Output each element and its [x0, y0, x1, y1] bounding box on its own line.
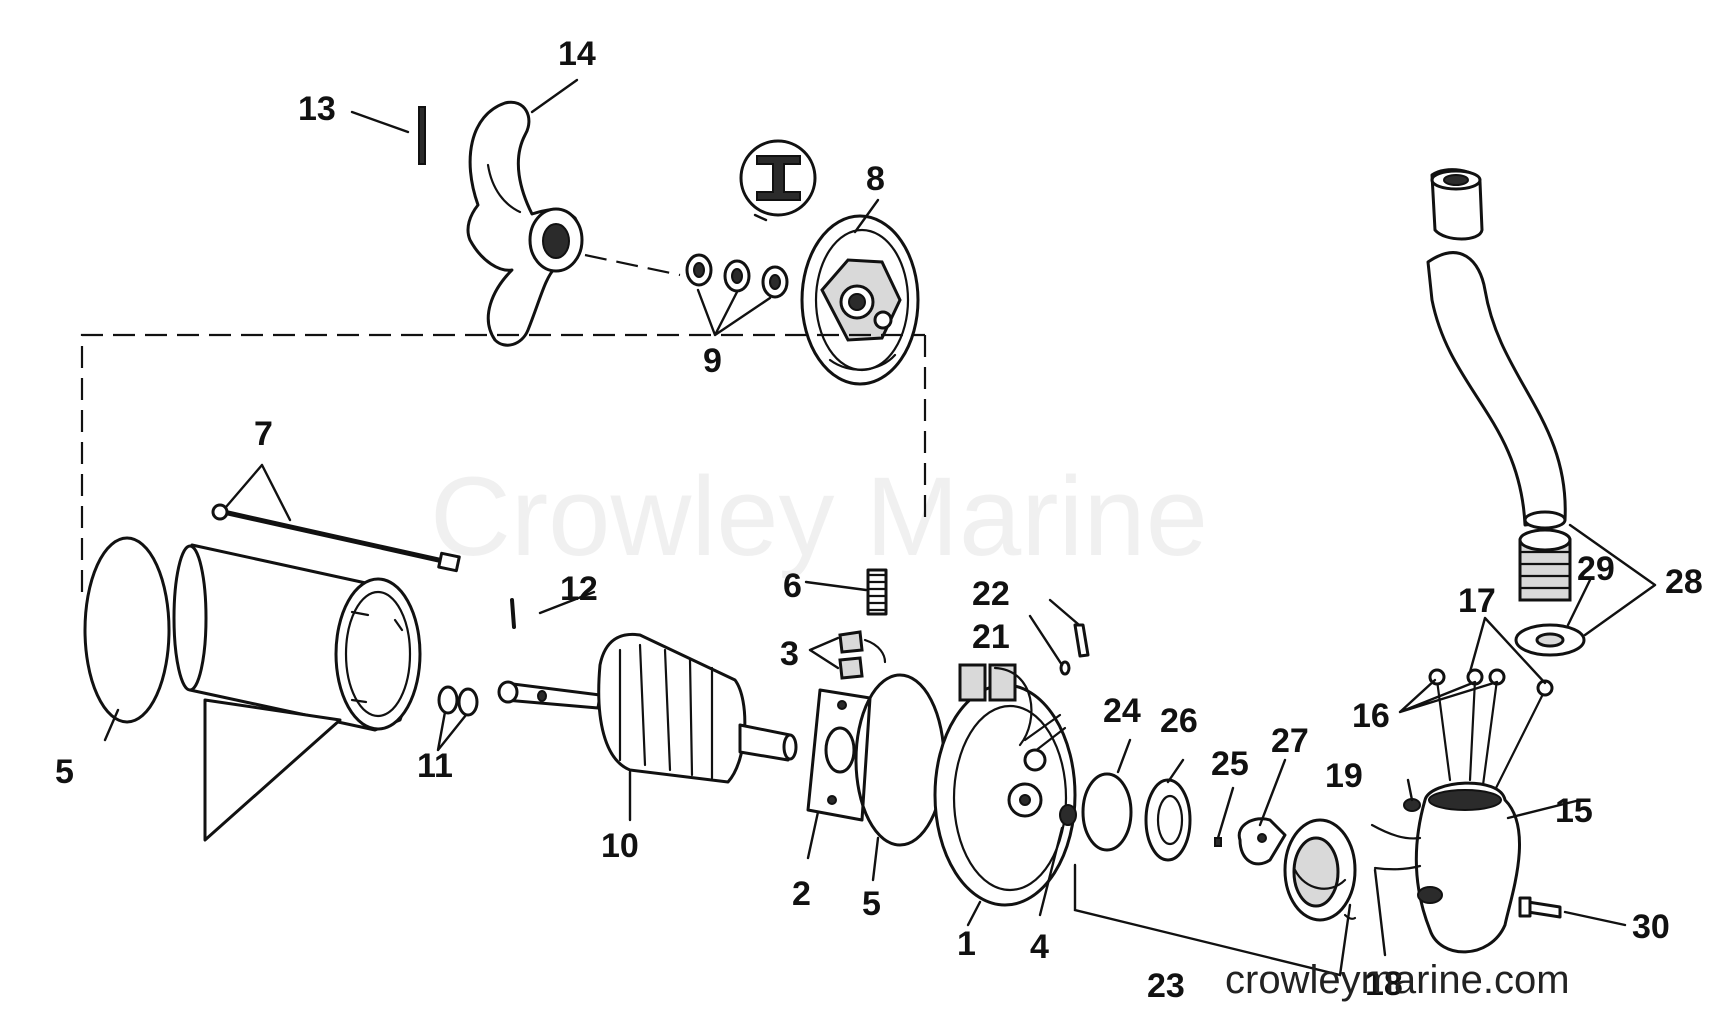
- brush-plate: [806, 688, 872, 822]
- tube-assembly: [1426, 168, 1567, 530]
- callout-13: 13: [298, 90, 336, 128]
- o-ring-24: [1081, 772, 1133, 852]
- callout-14: 14: [558, 35, 596, 73]
- o-ring-left: [83, 536, 171, 724]
- callout-labels: 14 13 8 9 7 12 6 3 22 21 24 26 25 27 19 …: [55, 35, 1703, 1005]
- callout-5-left: 5: [55, 753, 74, 791]
- callout-24: 24: [1103, 692, 1141, 730]
- callout-26: 26: [1160, 702, 1198, 740]
- callout-8: 8: [866, 160, 885, 198]
- threaded-sleeve: [1518, 528, 1572, 602]
- callout-16: 16: [1352, 697, 1390, 735]
- callout-30: 30: [1632, 908, 1670, 946]
- washer-29: [1514, 623, 1586, 657]
- callout-19: 19: [1325, 757, 1363, 795]
- detail-inset: [739, 139, 817, 217]
- callout-9: 9: [703, 342, 722, 380]
- armature: [497, 632, 798, 784]
- callout-18: 18: [1365, 965, 1403, 1003]
- ground-wire: [1370, 823, 1422, 871]
- motor-housing: [172, 543, 422, 842]
- screw-30: [1518, 896, 1562, 919]
- end-cap: [800, 214, 920, 386]
- callout-21: 21: [972, 618, 1010, 656]
- callout-1: 1: [957, 925, 976, 963]
- lower-housing: [1414, 781, 1521, 954]
- callout-17: 17: [1458, 582, 1496, 620]
- callout-10: 10: [601, 827, 639, 865]
- shims: [437, 685, 479, 717]
- callout-7: 7: [254, 415, 273, 453]
- callout-2: 2: [792, 875, 811, 913]
- nut: [1059, 804, 1077, 826]
- o-ring-middle: [854, 673, 946, 847]
- site-caption: crowleymarine.com: [1225, 958, 1570, 1002]
- through-bolt: [211, 503, 461, 573]
- callout-28: 28: [1665, 563, 1703, 601]
- field-assembly: [933, 663, 1077, 907]
- callout-11: 11: [417, 747, 453, 785]
- leader-lines: [103, 78, 1657, 957]
- callout-23: 23: [1147, 967, 1185, 1005]
- brushes: [838, 630, 887, 680]
- pin-22: [1073, 623, 1090, 658]
- callout-25: 25: [1211, 745, 1249, 783]
- propeller: [466, 100, 584, 347]
- coupling: [1283, 818, 1357, 922]
- watermark-text: Crowley Marine: [430, 454, 1208, 579]
- callout-27: 27: [1271, 722, 1309, 760]
- callout-29: 29: [1577, 550, 1615, 588]
- callout-12: 12: [560, 570, 598, 608]
- cotter-pin: [418, 106, 426, 165]
- callout-4: 4: [1030, 928, 1049, 966]
- callout-15: 15: [1555, 792, 1593, 830]
- callout-22: 22: [972, 575, 1010, 613]
- callout-3: 3: [780, 635, 799, 673]
- wire-leads: [1428, 668, 1554, 792]
- lock-nut: [1144, 778, 1192, 862]
- brush-spring: [866, 568, 888, 616]
- callout-6: 6: [783, 567, 802, 605]
- terminal-clip: [1237, 817, 1287, 866]
- thrust-washers: [685, 253, 789, 299]
- callout-5-middle: 5: [862, 885, 881, 923]
